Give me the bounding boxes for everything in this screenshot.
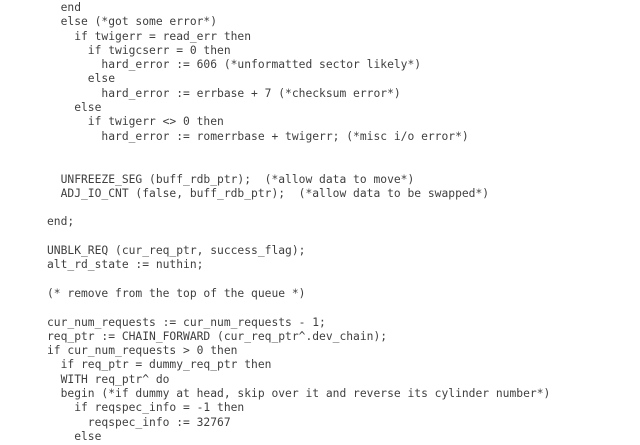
code-line-10: hard_error := romerrbase + twigerr; (*mi… (47, 129, 469, 143)
code-line-23: cur_num_requests := cur_num_requests - 1… (47, 315, 326, 329)
code-line-15 (47, 201, 640, 215)
code-line-3: if twigerr = read_err then (47, 29, 252, 43)
code-line-2: else (*got some error*) (47, 15, 218, 29)
code-line-29: if reqspec_info = -1 then (47, 401, 245, 415)
code-line-31: else (47, 429, 102, 443)
code-line-6: else (47, 72, 116, 86)
code-line-1: end (47, 1, 82, 14)
code-line-18: UNBLK_REQ (cur_req_ptr, success_flag); (47, 244, 306, 258)
code-line-5: hard_error := 606 (*unformatted sector l… (47, 58, 422, 72)
code-line-8: else (47, 101, 102, 115)
code-line-7: hard_error := errbase + 7 (*checksum err… (47, 86, 401, 100)
code-line-9: if twigerr <> 0 then (47, 115, 224, 129)
code-line-11 (47, 144, 640, 158)
code-line-13: UNFREEZE_SEG (buff_rdb_ptr); (*allow dat… (47, 172, 415, 186)
code-line-22 (47, 301, 640, 315)
code-line-17 (47, 230, 640, 244)
code-line-28: begin (*if dummy at head, skip over it a… (47, 387, 551, 401)
code-line-12 (47, 158, 640, 172)
code-line-16: end; (47, 215, 75, 229)
code-line-14: ADJ_IO_CNT (false, buff_rdb_ptr); (*allo… (47, 186, 490, 200)
code-line-27: WITH req_ptr^ do (47, 372, 170, 386)
code-line-21: (* remove from the top of the queue *) (47, 286, 306, 300)
code-line-24: req_ptr := CHAIN_FORWARD (cur_req_ptr^.d… (47, 329, 388, 343)
code-line-19: alt_rd_state := nuthin; (47, 258, 204, 272)
code-line-4: if twigcserr = 0 then (47, 43, 231, 57)
code-line-26: if req_ptr = dummy_req_ptr then (47, 358, 272, 372)
code-line-20 (47, 273, 640, 287)
code-line-25: if cur_num_requests > 0 then (47, 344, 238, 358)
code-line-30: reqspec_info := 32767 (47, 415, 231, 429)
